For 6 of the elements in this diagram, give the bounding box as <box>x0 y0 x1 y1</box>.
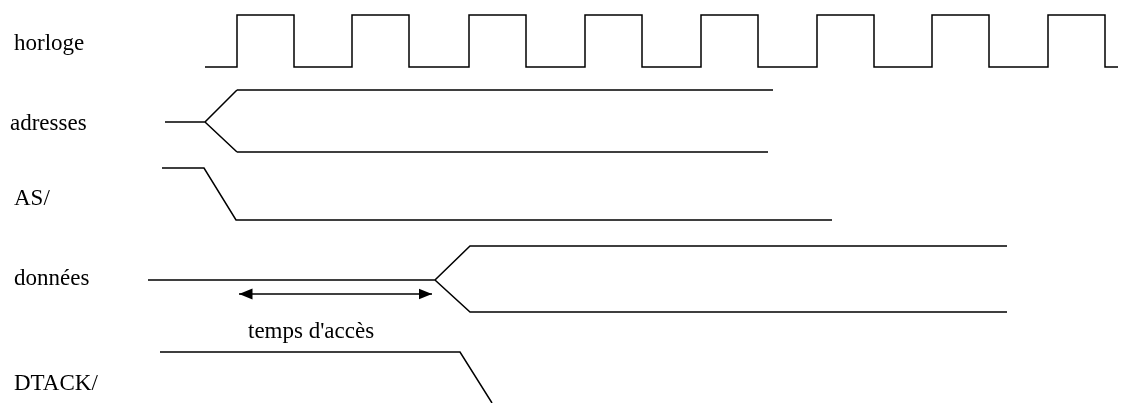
signal-label: DTACK/ <box>14 370 98 396</box>
signal-label: AS/ <box>14 185 50 211</box>
dimension-label: temps d'accès <box>248 318 375 344</box>
signal-label: données <box>14 265 90 291</box>
signal-label: adresses <box>10 110 87 136</box>
signal-label: horloge <box>14 30 85 56</box>
